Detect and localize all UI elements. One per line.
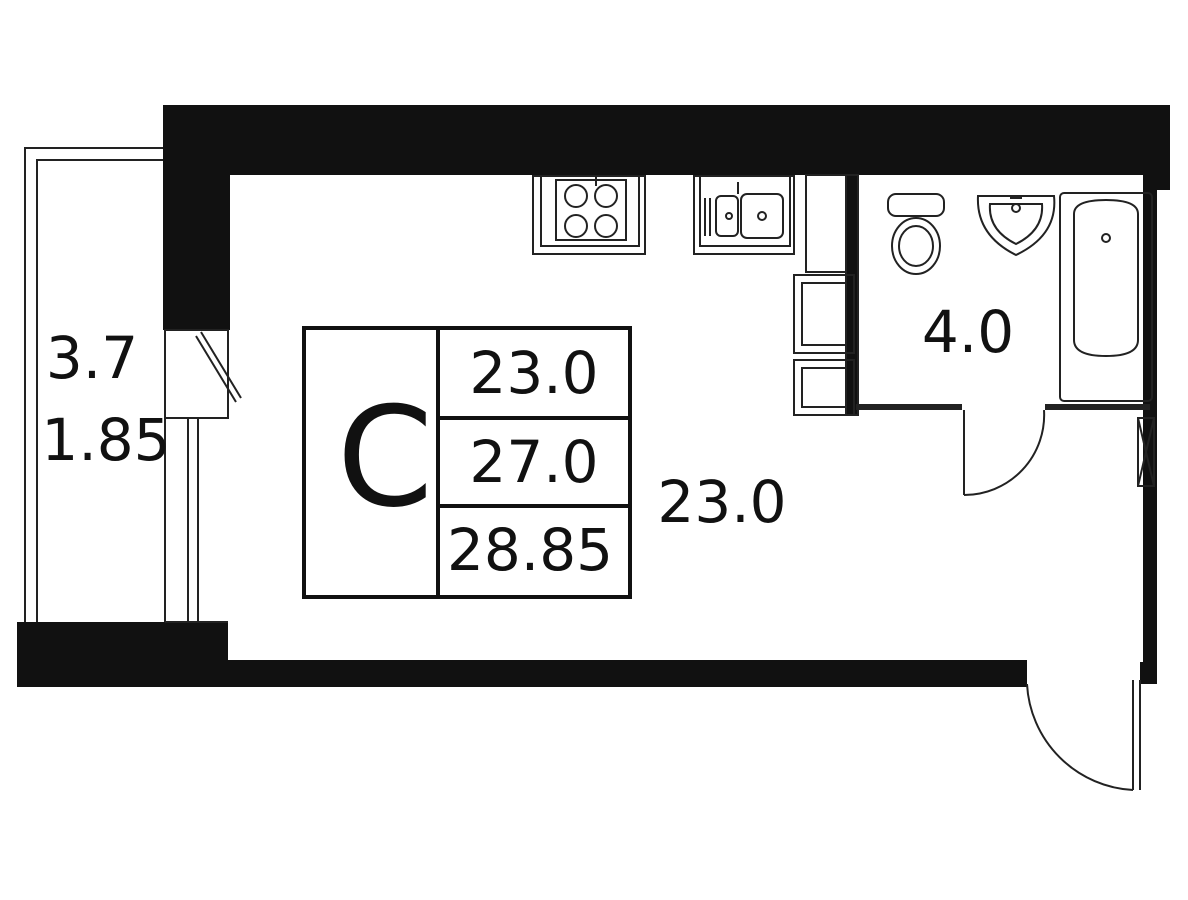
storage-cabinet-1-inner — [801, 282, 847, 346]
bathroom-door-swing — [963, 409, 1046, 497]
toilet-icon — [887, 193, 945, 275]
bottom-left-wall-block — [17, 622, 228, 687]
main-room-area-label: 23.0 — [657, 468, 786, 536]
total-area-value: 27.0 — [469, 428, 598, 496]
apartment-type-letter: С — [337, 377, 433, 538]
left-wall-top — [163, 105, 230, 330]
badge-frame — [302, 326, 632, 599]
entry-door — [1026, 680, 1141, 791]
entry-door-swing — [1026, 683, 1134, 791]
main-room-floor — [230, 175, 1150, 661]
apartment-type-badge: С 23.0 27.0 28.85 — [302, 326, 632, 599]
balcony-door-leaf — [195, 335, 237, 403]
top-wall-band — [163, 105, 1170, 175]
balcony-door-leaf-inner — [200, 331, 242, 399]
balcony-reduced-area-label: 1.85 — [41, 406, 170, 474]
bathroom-walls — [793, 174, 1155, 497]
total-area-with-balcony-value: 28.85 — [447, 516, 613, 584]
stove-icon — [532, 175, 646, 255]
storage-cabinet-2-inner — [801, 367, 847, 408]
balcony-inner-edge — [36, 159, 166, 627]
bathroom-left-wall — [845, 174, 859, 416]
ventilation-box — [1137, 417, 1155, 487]
storage-cabinet-1 — [793, 274, 855, 354]
storage-cabinet-2 — [793, 359, 855, 416]
kitchen-sink-icon — [693, 175, 795, 255]
ventilation-cross-2 — [1137, 417, 1155, 487]
washbasin-icon — [976, 195, 1056, 257]
balcony-area-label: 3.7 — [46, 324, 138, 392]
right-wall-vertical — [1143, 175, 1157, 684]
right-wall-band — [1150, 105, 1170, 190]
balcony-door — [164, 329, 242, 623]
bathroom-area-label: 4.0 — [922, 298, 1014, 366]
bathtub-icon — [1059, 192, 1153, 402]
living-area-value: 23.0 — [469, 339, 598, 407]
